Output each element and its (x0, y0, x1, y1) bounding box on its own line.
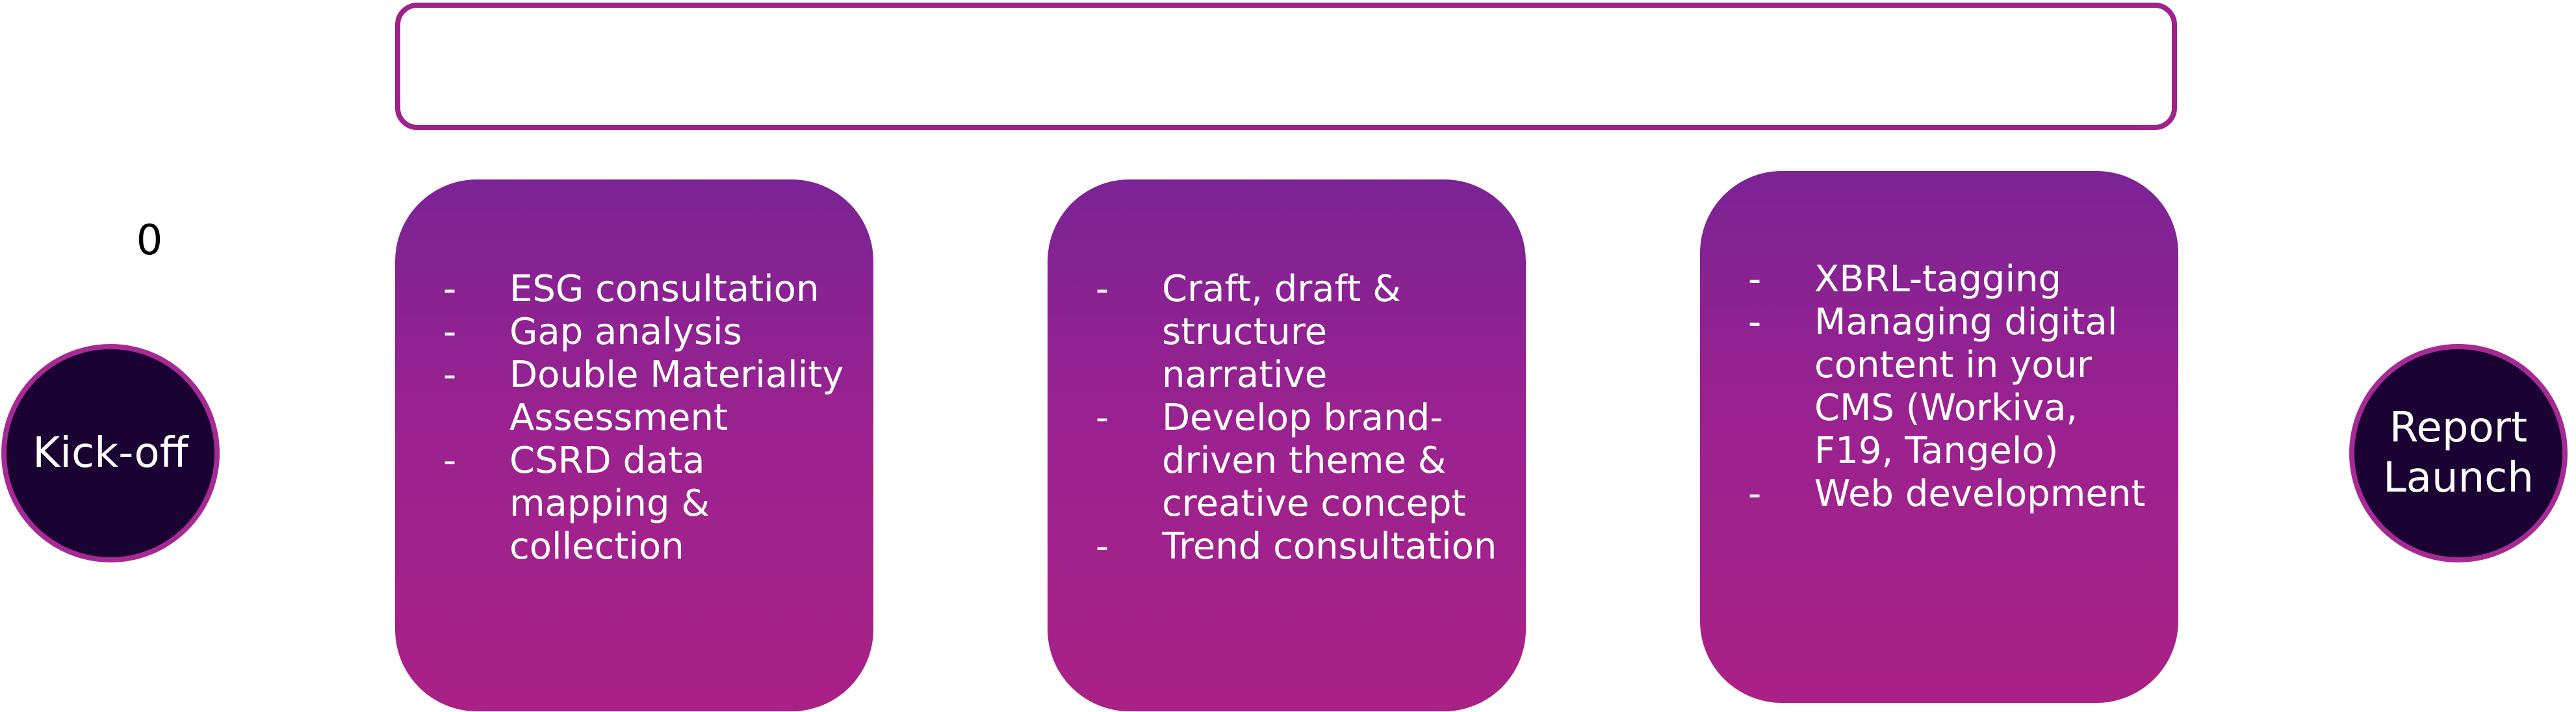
top-banner-frame (395, 3, 2177, 130)
dash-marker: - (443, 311, 457, 353)
dash-marker: - (1748, 473, 1762, 515)
dash-marker: - (1096, 268, 1109, 310)
kickoff-milestone: Kick-off (1, 344, 220, 562)
dash-marker: - (443, 268, 457, 310)
list-item-text: Web development (1814, 473, 2146, 515)
phase-card-1-list: - ESG consultation - Gap analysis - Double … (443, 268, 847, 568)
phase-card-2-list: - Craft, draft & structure narrative - Dev… (1096, 268, 1500, 568)
dash-marker: - (1096, 397, 1109, 439)
phase-card-2: - Craft, draft & structure narrative - Dev… (1048, 179, 1526, 711)
list-item-text: CSRD data mapping & collection (509, 440, 710, 568)
list-item: - Double Materiality Assessment (443, 354, 847, 440)
phase-card-1: - ESG consultation - Gap analysis - Double … (395, 179, 873, 711)
dash-marker: - (1748, 301, 1762, 343)
dash-marker: - (1748, 258, 1762, 300)
phase-card-3-list: - XBRL-tagging - Managing digital content … (1748, 258, 2152, 516)
list-item: - XBRL-tagging (1748, 258, 2152, 301)
list-item-text: Craft, draft & structure narrative (1162, 268, 1401, 396)
dash-marker: - (443, 440, 457, 482)
list-item: - Develop brand-driven theme & creative c… (1096, 397, 1500, 525)
list-item: - Managing digital content in your CMS (W… (1748, 301, 2152, 473)
dash-marker: - (443, 354, 457, 396)
phase-card-3: - XBRL-tagging - Managing digital content … (1700, 171, 2178, 703)
dash-marker: - (1096, 525, 1109, 568)
list-item-text: Gap analysis (509, 311, 742, 353)
list-item-text: Trend consultation (1162, 525, 1497, 568)
step-number: 0 (136, 217, 163, 265)
report-launch-milestone: Report Launch (2349, 344, 2568, 562)
list-item-text: Managing digital content in your CMS (Wo… (1814, 301, 2118, 472)
list-item: - ESG consultation (443, 268, 847, 311)
list-item: - CSRD data mapping & collection (443, 440, 847, 568)
kickoff-label: Kick-off (32, 429, 188, 477)
list-item-text: ESG consultation (509, 268, 819, 310)
report-launch-label: Report Launch (2383, 404, 2534, 502)
list-item: - Craft, draft & structure narrative (1096, 268, 1500, 397)
list-item: - Gap analysis (443, 311, 847, 354)
list-item-text: Double Materiality Assessment (509, 354, 844, 439)
list-item: - Web development (1748, 473, 2152, 516)
list-item: - Trend consultation (1096, 525, 1500, 568)
list-item-text: Develop brand-driven theme & creative co… (1162, 397, 1466, 525)
list-item-text: XBRL-tagging (1814, 258, 2062, 300)
